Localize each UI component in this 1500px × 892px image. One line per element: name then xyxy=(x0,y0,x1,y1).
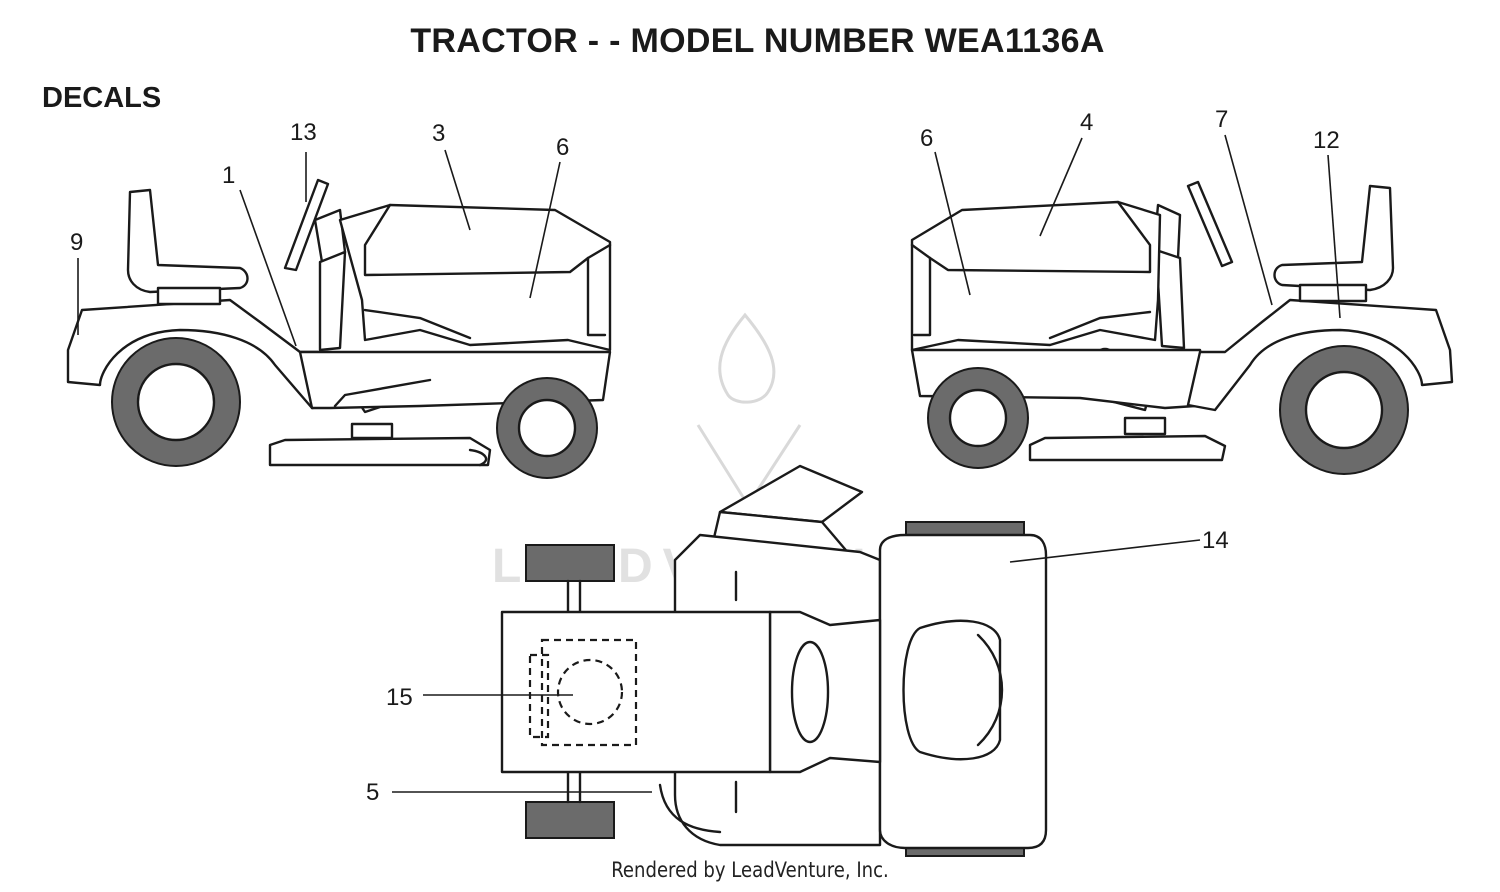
callout-14: 14 xyxy=(1202,527,1229,554)
front-tire-top-lower xyxy=(525,801,615,839)
diagram-title: TRACTOR - - MODEL NUMBER WEA1136A xyxy=(410,22,1105,60)
callout-4: 4 xyxy=(1080,109,1093,136)
callout-1: 1 xyxy=(222,162,235,189)
seat-top xyxy=(902,619,1002,761)
callout-9: 9 xyxy=(70,229,83,256)
rear-wheel-right xyxy=(1279,345,1409,475)
callout-15: 15 xyxy=(386,684,413,711)
steering-wheel-top xyxy=(790,640,830,744)
tractor-right-side-view xyxy=(910,180,1454,475)
front-wheel-right xyxy=(927,367,1029,469)
callout-6-left: 6 xyxy=(556,134,569,161)
seat-right xyxy=(1273,184,1395,303)
callout-13: 13 xyxy=(290,119,317,146)
rear-fender-right xyxy=(1186,298,1454,412)
hood-left xyxy=(338,203,612,352)
seat-left xyxy=(126,188,249,306)
section-heading: DECALS xyxy=(42,82,162,114)
callout-leaders xyxy=(77,134,1341,793)
callout-7: 7 xyxy=(1215,106,1228,133)
callout-3: 3 xyxy=(432,120,445,147)
tractor-left-side-view xyxy=(66,178,612,479)
hood-right xyxy=(910,200,1162,352)
steering-left xyxy=(283,178,347,352)
steering-right xyxy=(1152,180,1234,350)
callout-6-right: 6 xyxy=(920,125,933,152)
front-tire-top-upper xyxy=(525,544,615,582)
render-credit: Rendered by LeadVenture, Inc. xyxy=(611,858,889,882)
front-wheel-left xyxy=(496,377,598,479)
callout-12: 12 xyxy=(1313,127,1340,154)
rear-wheel-left xyxy=(111,337,241,467)
callout-5: 5 xyxy=(366,779,379,806)
tractor-top-view xyxy=(500,464,1048,857)
